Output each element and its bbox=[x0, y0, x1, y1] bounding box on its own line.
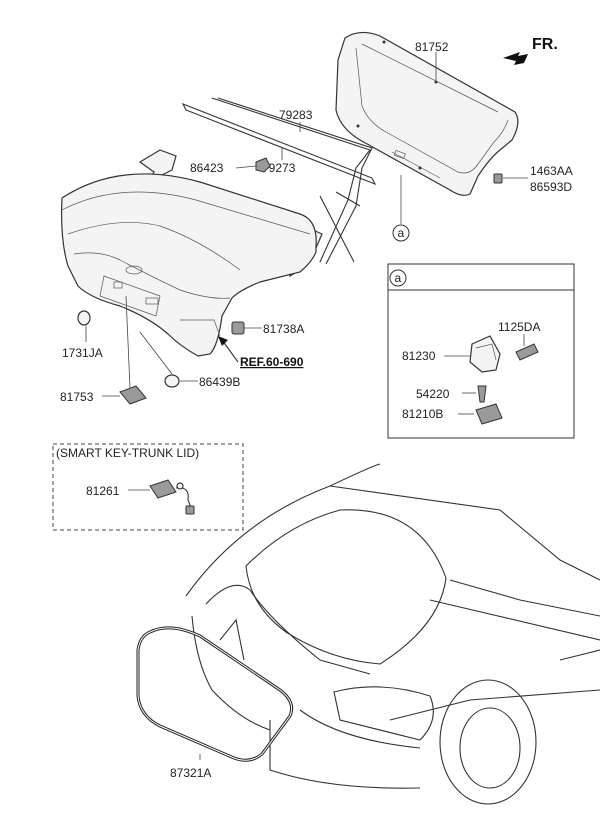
label-81230: 81230 bbox=[402, 349, 436, 363]
weatherstrip-part bbox=[136, 626, 294, 762]
callout-marker-a bbox=[392, 224, 410, 242]
label-86423: 86423 bbox=[190, 161, 224, 175]
trunk-lid bbox=[61, 149, 323, 357]
vehicle-rear-view bbox=[136, 463, 600, 805]
label-54220: 54220 bbox=[416, 387, 450, 401]
label-86593D: 86593D bbox=[530, 180, 572, 194]
plug-part bbox=[77, 310, 91, 326]
trunk-trim-panel bbox=[335, 31, 519, 196]
label-79273: 79273 bbox=[262, 161, 296, 175]
front-arrow-icon bbox=[503, 52, 528, 65]
front-direction-indicator: FR. bbox=[503, 36, 558, 65]
box-marker-a-label: a bbox=[395, 271, 402, 285]
emblem-part bbox=[164, 374, 180, 388]
smart-key-box: (SMART KEY-TRUNK LID) 81261 bbox=[52, 443, 244, 531]
label-87321A: 87321A bbox=[170, 766, 211, 780]
label-81210B: 81210B bbox=[402, 407, 443, 421]
label-79283: 79283 bbox=[279, 108, 313, 122]
bumper-part bbox=[231, 321, 245, 335]
label-1463AA: 1463AA bbox=[530, 164, 573, 178]
bolt-part bbox=[493, 173, 503, 184]
smart-key-box-title: (SMART KEY-TRUNK LID) bbox=[56, 446, 199, 460]
label-81261: 81261 bbox=[86, 484, 120, 498]
callout-marker-a-label: a bbox=[398, 226, 405, 240]
label-81738A: 81738A bbox=[263, 322, 304, 336]
bracket-part bbox=[255, 157, 271, 173]
front-label: FR. bbox=[532, 36, 558, 53]
label-81752: 81752 bbox=[415, 40, 449, 54]
torsion-rods bbox=[181, 97, 377, 265]
label-81753: 81753 bbox=[60, 390, 94, 404]
handle-part bbox=[119, 385, 147, 405]
label-1731JA: 1731JA bbox=[62, 346, 103, 360]
label-ref: REF.60-690 bbox=[240, 355, 304, 369]
box-marker-a bbox=[389, 269, 407, 287]
label-86439B: 86439B bbox=[199, 375, 240, 389]
latch-detail-box: a 1125DA 81230 54220 81210B bbox=[387, 263, 575, 439]
label-1125DA: 1125DA bbox=[498, 320, 540, 334]
